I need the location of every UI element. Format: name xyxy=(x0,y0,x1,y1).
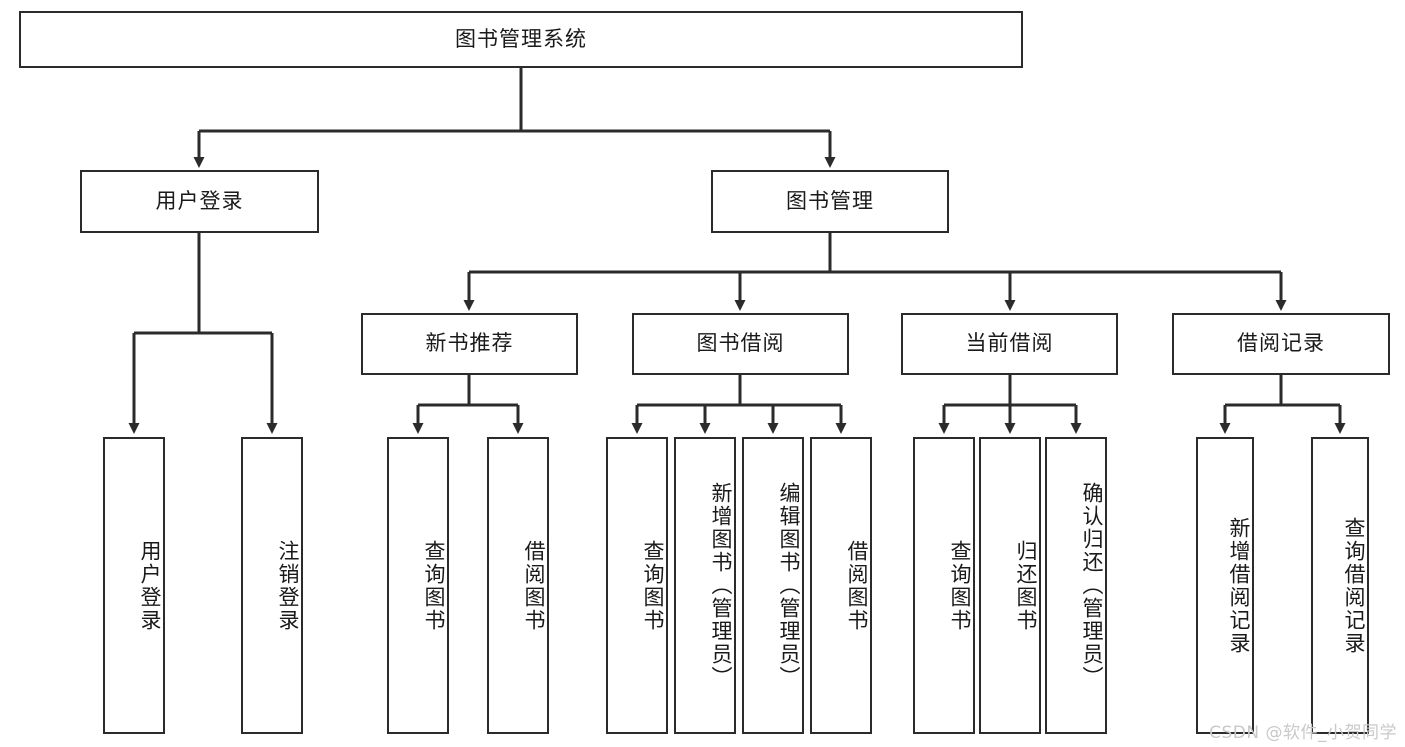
leaf-borrow-add-book[interactable]: 新增图书（管理员） xyxy=(674,437,736,734)
node-new-book-recommend-label: 新书推荐 xyxy=(425,331,514,356)
leaf-newbook-borrow-label: 借阅图书 xyxy=(522,539,546,632)
leaf-newbook-query-label: 查询图书 xyxy=(422,539,446,632)
leaf-current-query[interactable]: 查询图书 xyxy=(913,437,975,734)
node-borrow-records[interactable]: 借阅记录 xyxy=(1172,313,1390,375)
leaf-records-query-label: 查询借阅记录 xyxy=(1342,516,1366,655)
node-book-borrow[interactable]: 图书借阅 xyxy=(632,313,849,375)
leaf-borrow-edit-book-label: 编辑图书（管理员） xyxy=(777,482,801,689)
leaf-records-add-label: 新增借阅记录 xyxy=(1227,516,1251,655)
node-book-management[interactable]: 图书管理 xyxy=(711,170,949,233)
leaf-borrow-borrow-book[interactable]: 借阅图书 xyxy=(810,437,872,734)
leaf-current-confirm-return-label: 确认归还（管理员） xyxy=(1080,482,1104,689)
leaf-user-login[interactable]: 用户登录 xyxy=(103,437,165,734)
leaf-current-query-label: 查询图书 xyxy=(948,539,972,632)
node-book-borrow-label: 图书借阅 xyxy=(696,331,785,356)
node-current-borrow[interactable]: 当前借阅 xyxy=(901,313,1118,375)
leaf-user-login-label: 用户登录 xyxy=(138,539,162,632)
leaf-current-return-label: 归还图书 xyxy=(1014,539,1038,632)
leaf-current-return[interactable]: 归还图书 xyxy=(979,437,1041,734)
leaf-records-add[interactable]: 新增借阅记录 xyxy=(1196,437,1254,734)
leaf-newbook-query[interactable]: 查询图书 xyxy=(387,437,449,734)
leaf-borrow-query[interactable]: 查询图书 xyxy=(606,437,668,734)
node-book-management-label: 图书管理 xyxy=(786,188,874,213)
leaf-records-query[interactable]: 查询借阅记录 xyxy=(1311,437,1369,734)
node-borrow-records-label: 借阅记录 xyxy=(1237,331,1325,356)
leaf-newbook-borrow[interactable]: 借阅图书 xyxy=(487,437,549,734)
leaf-user-logout[interactable]: 注销登录 xyxy=(241,437,303,734)
node-root[interactable]: 图书管理系统 xyxy=(19,11,1023,68)
leaf-borrow-edit-book[interactable]: 编辑图书（管理员） xyxy=(742,437,804,734)
node-root-label: 图书管理系统 xyxy=(455,26,587,51)
leaf-borrow-borrow-book-label: 借阅图书 xyxy=(845,539,869,632)
node-user-login-label: 用户登录 xyxy=(155,188,244,213)
leaf-current-confirm-return[interactable]: 确认归还（管理员） xyxy=(1045,437,1107,734)
leaf-borrow-add-book-label: 新增图书（管理员） xyxy=(709,482,733,689)
node-current-borrow-label: 当前借阅 xyxy=(965,331,1054,356)
leaf-borrow-query-label: 查询图书 xyxy=(641,539,665,632)
node-new-book-recommend[interactable]: 新书推荐 xyxy=(361,313,578,375)
leaf-user-logout-label: 注销登录 xyxy=(276,539,300,632)
node-user-login[interactable]: 用户登录 xyxy=(80,170,319,233)
